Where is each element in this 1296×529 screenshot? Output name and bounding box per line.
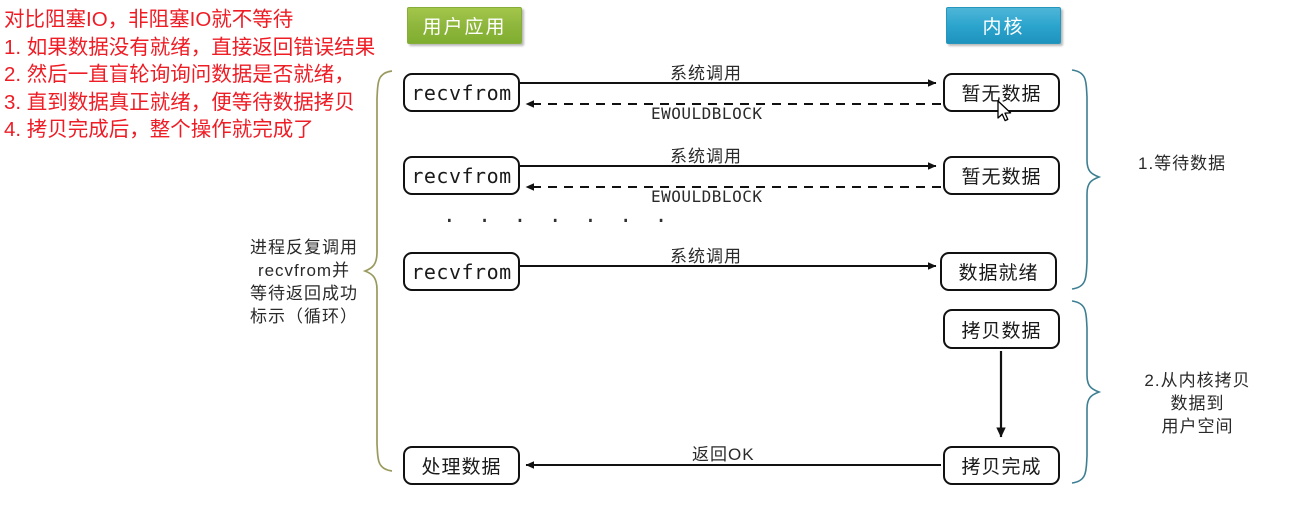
header-user-application-label: 用户应用 xyxy=(422,17,507,38)
red-annotation-line-2: 2. 然后一直盲轮询询问数据是否就绪， xyxy=(4,63,355,86)
node-copy-done[interactable]: 拷贝完成 xyxy=(943,446,1060,485)
red-annotation-line-1: 1. 如果数据没有就绪，直接返回错误结果 xyxy=(4,35,376,59)
node-recvfrom-2-label: recvfrom xyxy=(411,163,512,188)
red-annotation-line-3: 3. 直到数据真正就绪，便等待数据拷贝 xyxy=(4,90,355,114)
edge-label-syscall-2: 系统调用 xyxy=(670,147,742,166)
brace-right-caption-copy-data: 2.从内核拷贝 数据到 用户空间 xyxy=(1144,371,1251,436)
brace-right-wait-data xyxy=(1071,69,1102,290)
node-recvfrom-1[interactable]: recvfrom xyxy=(403,73,520,112)
red-annotation-block: 对比阻塞IO，非阻塞IO就不等待 1. 如果数据没有就绪，直接返回错误结果 2.… xyxy=(4,6,404,144)
edge-label-ewouldblock-2: EWOULDBLOCK xyxy=(651,187,763,206)
loop-ellipsis: · · · · · · · xyxy=(443,209,673,233)
node-recvfrom-3[interactable]: recvfrom xyxy=(403,252,520,291)
header-kernel: 内核 xyxy=(946,7,1061,44)
header-kernel-label: 内核 xyxy=(982,17,1025,38)
node-process-data-label: 处理数据 xyxy=(421,457,502,478)
node-data-ready-label: 数据就绪 xyxy=(958,263,1039,284)
node-recvfrom-3-label: recvfrom xyxy=(411,259,512,284)
red-annotation-line-4: 4. 拷贝完成后，整个操作就完成了 xyxy=(4,118,314,141)
edge-label-ewouldblock-1: EWOULDBLOCK xyxy=(651,104,763,123)
brace-right-caption-wait-data: 1.等待数据 xyxy=(1138,154,1227,173)
node-no-data-1-label: 暂无数据 xyxy=(961,84,1042,105)
node-no-data-2[interactable]: 暂无数据 xyxy=(943,156,1060,195)
node-process-data[interactable]: 处理数据 xyxy=(403,446,520,485)
node-copy-data[interactable]: 拷贝数据 xyxy=(943,309,1060,349)
node-copy-data-label: 拷贝数据 xyxy=(961,320,1042,342)
node-data-ready[interactable]: 数据就绪 xyxy=(940,252,1057,291)
edge-label-return-ok: 返回OK xyxy=(692,445,755,464)
node-no-data-2-label: 暂无数据 xyxy=(961,167,1042,188)
brace-right-copy-data xyxy=(1071,300,1102,484)
header-user-application: 用户应用 xyxy=(407,7,522,44)
edge-label-syscall-1: 系统调用 xyxy=(670,64,742,83)
red-annotation-line-0: 对比阻塞IO，非阻塞IO就不等待 xyxy=(4,8,294,31)
mouse-cursor-icon xyxy=(997,100,1012,122)
node-recvfrom-2[interactable]: recvfrom xyxy=(403,156,520,195)
node-recvfrom-1-label: recvfrom xyxy=(411,80,512,105)
brace-left-caption: 进程反复调用 recvfrom并 等待返回成功 标示（循环） xyxy=(250,238,358,326)
edge-label-syscall-3: 系统调用 xyxy=(670,247,742,266)
node-copy-done-label: 拷贝完成 xyxy=(961,457,1042,478)
